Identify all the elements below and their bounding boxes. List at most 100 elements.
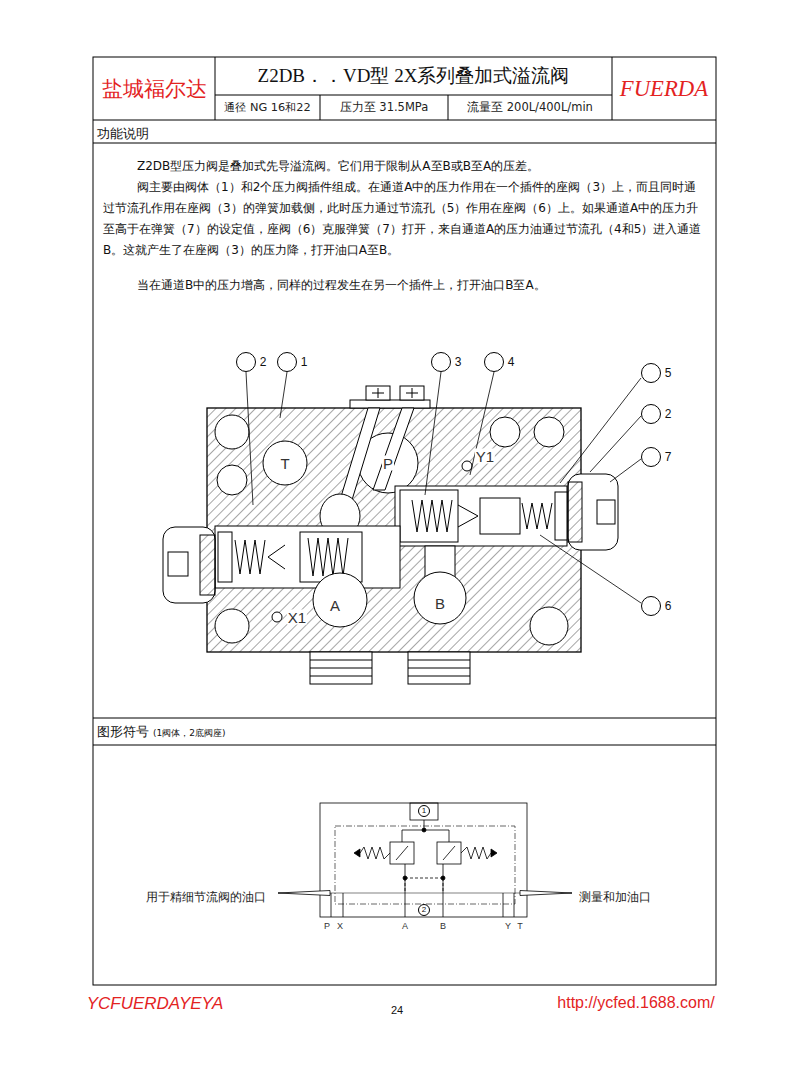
callout-number-text: 1 — [267, 356, 308, 368]
note-text: 测量和加油口 — [579, 891, 651, 903]
page-frame — [448, 95, 449, 120]
section-header: 功能说明 — [93, 120, 716, 143]
valve-section — [218, 532, 232, 582]
logo-cell-text: 盐城福尔达 — [102, 75, 207, 103]
leader-line — [560, 378, 641, 483]
hydraulic-symbol — [278, 891, 330, 896]
callout-number-text: 2 — [226, 356, 267, 368]
valve-section — [458, 505, 478, 527]
valve-section — [215, 415, 249, 449]
circled-number: 1 — [418, 805, 430, 817]
section-header-text: 图形符号 — [97, 723, 149, 741]
callout-number-text: 2 — [631, 408, 672, 420]
valve-section — [530, 607, 568, 645]
logo-cell: 盐城福尔达 — [93, 57, 215, 120]
hydraulic-symbol — [331, 893, 514, 917]
hydraulic-symbol — [354, 849, 360, 857]
port-label: B — [434, 596, 446, 611]
valve-section — [163, 527, 215, 603]
hydraulic-symbol — [410, 803, 438, 820]
callout-number-text: 4 — [474, 356, 515, 368]
valve-section — [215, 609, 249, 643]
hydraulic-symbol — [520, 891, 572, 896]
page-frame — [93, 57, 716, 985]
valve-section — [462, 461, 472, 471]
callout-number-text: 3 — [421, 356, 462, 368]
callout-number: 1 — [277, 352, 297, 372]
page-frame — [215, 95, 612, 96]
hydraulic-symbol — [335, 826, 515, 904]
valve-section — [480, 498, 520, 534]
leader-line — [590, 416, 641, 472]
valve-section — [555, 492, 567, 540]
port-label: Y — [505, 922, 511, 931]
circled-number: 2 — [418, 904, 430, 916]
valve-section — [308, 538, 348, 576]
hydraulic-symbol — [441, 876, 445, 880]
valve-section — [235, 540, 265, 574]
page-frame — [93, 718, 716, 719]
section-header-text: 功能说明 — [97, 125, 149, 143]
callout-number: 7 — [641, 447, 661, 467]
valve-section — [490, 417, 520, 447]
valve-section — [414, 572, 466, 624]
valve-section — [263, 441, 307, 485]
spec-cell-text: 通径 NG 16和22 — [224, 100, 310, 115]
page-frame — [215, 57, 216, 120]
hydraulic-symbol — [422, 828, 426, 832]
paragraph: 阀主要由阀体（1）和2个压力阀插件组成。在通道A中的压力作用在一个插件的座阀（3… — [103, 177, 706, 261]
valve-section — [200, 535, 215, 595]
hydraulic-symbol — [403, 876, 407, 880]
valve-section — [163, 386, 618, 684]
callout-number: 2 — [236, 352, 256, 372]
valve-section — [268, 545, 285, 569]
valve-section — [395, 486, 567, 546]
circled-number-text: 2 — [422, 906, 426, 914]
callout-number: 3 — [431, 352, 451, 372]
valve-section — [350, 400, 430, 408]
section-header: 图形符号 (1阀体，2底阀座) — [93, 718, 716, 745]
spec-cell: 压力至 31.5MPa — [320, 95, 448, 120]
spec-cell: 通径 NG 16和22 — [215, 95, 320, 120]
callout-number-text: 7 — [631, 451, 672, 463]
valve-section — [272, 612, 282, 622]
description-panel: Z2DB型压力阀是叠加式先导溢流阀。它们用于限制从A至B或B至A的压差。阀主要由… — [93, 143, 716, 718]
hydraulic-symbol — [278, 803, 572, 917]
hydraulic-symbol — [491, 849, 497, 857]
valve-section — [522, 503, 552, 529]
spec-cell-text: 流量至 200L/400L/min — [467, 100, 593, 115]
valve-section — [372, 388, 418, 398]
valve-section — [313, 573, 367, 627]
leader-line — [246, 372, 253, 505]
port-label: P — [382, 456, 394, 471]
note-text: 用于精细节流阀的油口 — [146, 891, 266, 903]
page-frame — [93, 143, 716, 144]
page-frame — [320, 95, 321, 120]
port-label: X1 — [287, 610, 307, 625]
title-cell: Z2DB．．VD型 2X系列叠加式溢流阀 — [215, 57, 612, 95]
circled-number-text: 1 — [422, 807, 426, 815]
brand-cell: FUERDA — [612, 57, 716, 120]
port-label: T — [279, 456, 290, 471]
valve-section — [408, 652, 470, 684]
valve-section — [412, 500, 452, 532]
paragraph: 当在通道B中的压力增高，同样的过程发生在另一个插件上，打开油口B至A。 — [103, 275, 706, 296]
valve-section — [207, 408, 581, 652]
hydraulic-symbol — [461, 847, 491, 859]
footer-text: YCFUERDAYEYA — [87, 995, 224, 1012]
page-frame — [612, 57, 613, 120]
valve-section — [568, 482, 582, 542]
spec-cell-text: 压力至 31.5MPa — [340, 100, 429, 115]
section-header-text: (1阀体，2底阀座) — [153, 727, 225, 740]
port-label: A — [329, 598, 341, 613]
port-label: X — [337, 922, 343, 931]
callout-number: 2 — [641, 404, 661, 424]
port-label: T — [517, 922, 523, 931]
valve-section — [310, 660, 372, 676]
valve-section — [310, 652, 372, 684]
valve-section — [408, 660, 470, 676]
port-label: B — [440, 922, 446, 931]
callout-number-text: 5 — [631, 367, 672, 379]
hydraulic-symbol — [396, 846, 455, 860]
